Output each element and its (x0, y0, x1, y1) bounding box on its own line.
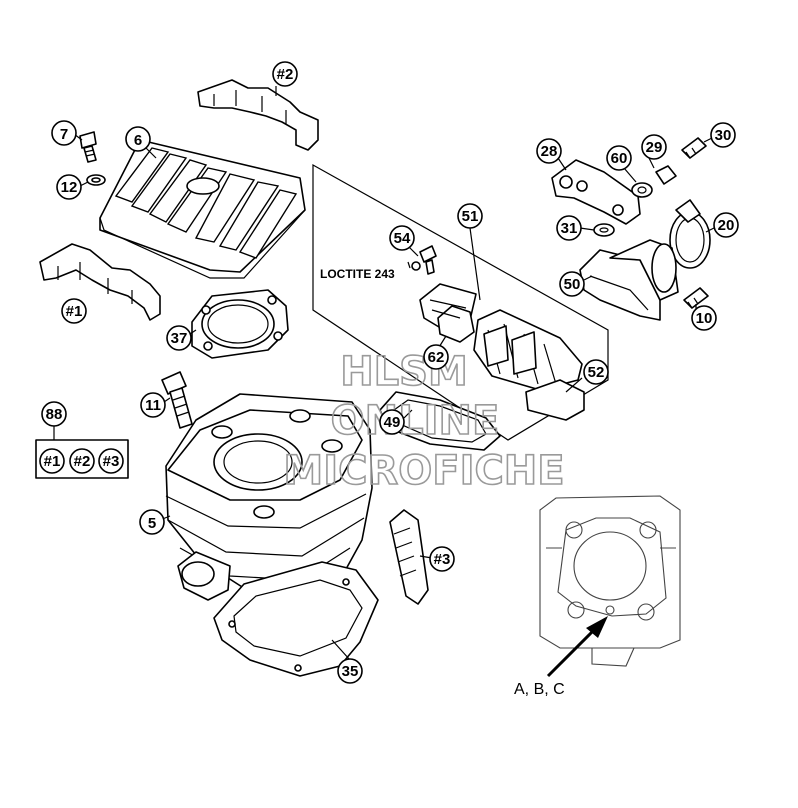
callout-88-kit-1[interactable]: #1 (39, 448, 65, 474)
exhaust-cover-3 (389, 509, 429, 605)
callout-2-label: #2 (277, 66, 294, 83)
callout-2[interactable]: #2 (272, 61, 298, 87)
callout-6[interactable]: 6 (125, 126, 151, 152)
callout-49-label: 49 (384, 414, 401, 431)
screw-10 (683, 287, 709, 309)
callout-10[interactable]: 10 (691, 305, 717, 331)
bracket-plate-28 (551, 159, 641, 225)
callout-29-label: 29 (646, 139, 663, 156)
spoiler-bracket-2 (197, 79, 319, 151)
watermark: HLSM ONLINE MICROFICHE (283, 348, 566, 495)
nut-29 (655, 165, 677, 185)
head-bolt (79, 131, 97, 163)
callout-1-label: #1 (66, 303, 83, 320)
gasket-detail-view (539, 495, 681, 667)
callout-20-label: 20 (718, 217, 735, 234)
spoiler-bracket-1 (39, 243, 161, 321)
loctite-note: LOCTITE 243 (320, 267, 395, 281)
base-gasket (213, 561, 379, 677)
watermark-line-2: ONLINE (331, 398, 500, 444)
callout-52-label: 52 (588, 364, 605, 381)
stud-bolt (161, 371, 193, 429)
callout-50-label: 50 (564, 276, 581, 293)
intake-flange-50 (579, 239, 679, 321)
callout-7[interactable]: 7 (51, 120, 77, 146)
callout-88[interactable]: 88 (41, 401, 67, 427)
callout-12-label: 12 (61, 179, 78, 196)
head-gasket (191, 289, 289, 359)
callout-11-label: 11 (145, 397, 161, 414)
screw-30 (681, 137, 707, 159)
callout-54-label: 54 (394, 230, 411, 247)
callout-31-label: 31 (561, 220, 578, 237)
callout-31[interactable]: 31 (556, 215, 582, 241)
callout-10-label: 10 (696, 310, 713, 327)
leader-lines (73, 86, 715, 661)
callout-37-label: 37 (171, 330, 188, 347)
callout-88-kit-3[interactable]: #3 (98, 448, 124, 474)
callout-3[interactable]: #3 (429, 546, 455, 572)
callout-51-label: 51 (462, 208, 479, 225)
callout-60[interactable]: 60 (606, 145, 632, 171)
callout-29[interactable]: 29 (641, 134, 667, 160)
callout-54[interactable]: 54 (389, 225, 415, 251)
callout-30[interactable]: 30 (710, 122, 736, 148)
callout-60-label: 60 (611, 150, 628, 167)
callout-3-label: #3 (434, 551, 451, 568)
reed-gasket (379, 391, 501, 451)
abc-note: A, B, C (514, 681, 565, 698)
spacer-60 (631, 182, 653, 198)
callout-11[interactable]: 11 (140, 392, 166, 418)
callout-62-label: 62 (428, 349, 445, 366)
callout-35[interactable]: 35 (337, 658, 363, 684)
callout-88-label: 88 (46, 406, 63, 423)
callout-62[interactable]: 62 (423, 344, 449, 370)
reed-valve-block (473, 309, 583, 391)
reed-screw (411, 245, 437, 275)
callout-28[interactable]: 28 (536, 138, 562, 164)
callout-88-kit-2[interactable]: #2 (69, 448, 95, 474)
callout-12[interactable]: 12 (56, 174, 82, 200)
washer-31 (593, 223, 615, 237)
reed-petals (419, 283, 477, 343)
callout-28-label: 28 (541, 143, 558, 160)
detail-arrow (546, 616, 608, 678)
cylinder (165, 393, 373, 601)
callout-5[interactable]: 5 (139, 509, 165, 535)
cylinder-head (99, 139, 306, 279)
reed-stopper (525, 379, 585, 421)
callout-6-label: 6 (134, 132, 142, 149)
callout-88-kit-3-label: #3 (103, 453, 120, 470)
callout-20[interactable]: 20 (713, 212, 739, 238)
callout-49[interactable]: 49 (379, 409, 405, 435)
callout-37[interactable]: 37 (166, 325, 192, 351)
callout-5-label: 5 (148, 515, 156, 532)
clamp-20 (669, 199, 711, 269)
callout-88-kit-2-label: #2 (74, 453, 91, 470)
callout-30-label: 30 (715, 127, 732, 144)
callout-35-label: 35 (342, 663, 359, 680)
callout-1[interactable]: #1 (61, 298, 87, 324)
callout-51[interactable]: 51 (457, 203, 483, 229)
callout-88-kit-1-label: #1 (44, 453, 61, 470)
callout-52[interactable]: 52 (583, 359, 609, 385)
callout-50[interactable]: 50 (559, 271, 585, 297)
callouts: #2 7 6 12 #1 37 11 88 (39, 61, 739, 684)
callout-7-label: 7 (60, 126, 68, 143)
watermark-line-3: MICROFICHE (283, 448, 564, 494)
